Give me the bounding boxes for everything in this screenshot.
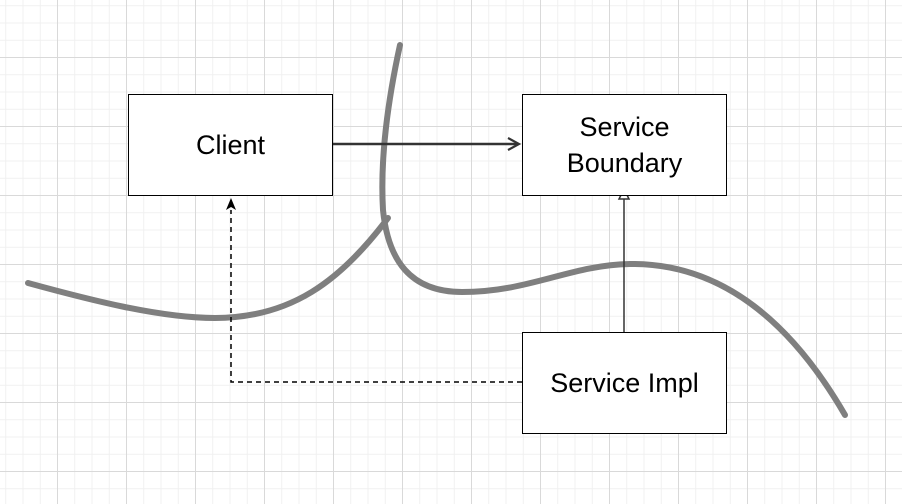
freehand-curve-main (379, 42, 848, 418)
freehand-curve-left (25, 215, 391, 322)
node-service-impl-label: Service Impl (550, 368, 699, 398)
node-client-label: Client (195, 130, 266, 160)
edge-impl-to-client-arrowhead (226, 198, 236, 210)
edge-impl-to-client-dashed[interactable] (230, 210, 522, 383)
node-service-impl[interactable]: Service Impl (522, 332, 727, 434)
node-client[interactable]: Client (128, 94, 333, 196)
node-service-boundary[interactable]: Service Boundary (522, 94, 727, 196)
node-service-boundary-label: Service Boundary (566, 112, 683, 178)
